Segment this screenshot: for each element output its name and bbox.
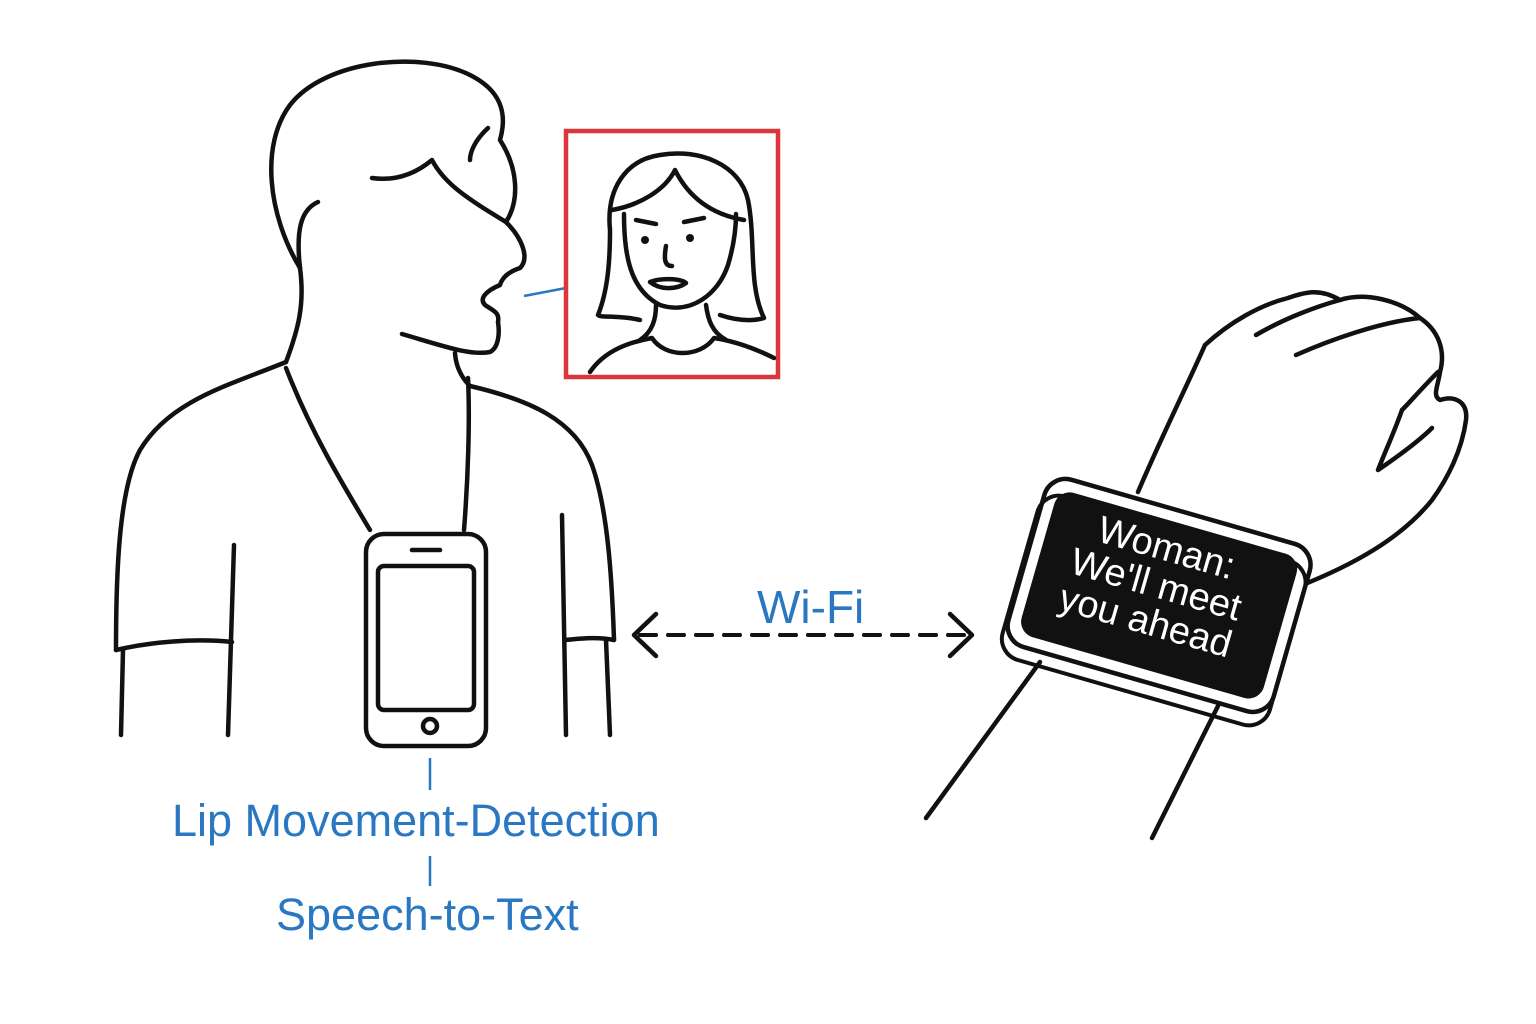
finger-line (1253, 297, 1343, 338)
woman-fringe (609, 167, 747, 223)
phone-body (363, 531, 489, 749)
man-left-arm (118, 647, 126, 738)
arm-with-watch (923, 290, 1469, 841)
woman-mouth (647, 276, 689, 291)
phone-home-button (420, 716, 440, 736)
phone-screen (375, 563, 477, 713)
man-figure (113, 59, 617, 738)
man-torso (113, 359, 289, 653)
woman-eye (686, 234, 694, 242)
man-right-shoulder (467, 383, 617, 643)
thumb (1375, 407, 1435, 473)
smartphone (363, 531, 489, 749)
wifi-link-arrow (631, 611, 975, 659)
forearm (923, 659, 1043, 821)
smartwatch (999, 476, 1313, 728)
lanyard (461, 375, 472, 533)
forearm (1149, 703, 1221, 841)
lanyard (283, 365, 373, 533)
finger-line (1293, 315, 1423, 358)
woman-shoulders (587, 335, 777, 375)
speech-to-text-label: Speech-to-Text (276, 889, 579, 940)
watch-screen (1021, 492, 1298, 699)
finger-line (1399, 369, 1441, 413)
man-right-arm (559, 512, 569, 738)
man-neck-back (283, 265, 304, 365)
woman-nose (662, 243, 675, 269)
camera-view-line (523, 286, 567, 298)
man-right-sleeve (562, 635, 617, 643)
woman-brow (633, 217, 659, 227)
wifi-label: Wi-Fi (757, 581, 865, 633)
woman-brow (681, 215, 707, 225)
man-hair-strand (296, 199, 321, 271)
face-detection-box (563, 128, 781, 380)
man-hair-strand (369, 157, 509, 225)
hand (1135, 290, 1469, 589)
man-right-arm-outer (603, 637, 613, 738)
man-hair-strand (467, 125, 491, 163)
woman-hair (595, 151, 767, 323)
woman-face (621, 211, 739, 310)
man-left-sleeve (113, 638, 235, 653)
woman-eye (641, 236, 649, 244)
man-head (269, 59, 527, 356)
detection-frame (563, 128, 781, 380)
lip-detection-label: Lip Movement-Detection (172, 795, 660, 846)
man-left-arm-inner (225, 542, 237, 738)
